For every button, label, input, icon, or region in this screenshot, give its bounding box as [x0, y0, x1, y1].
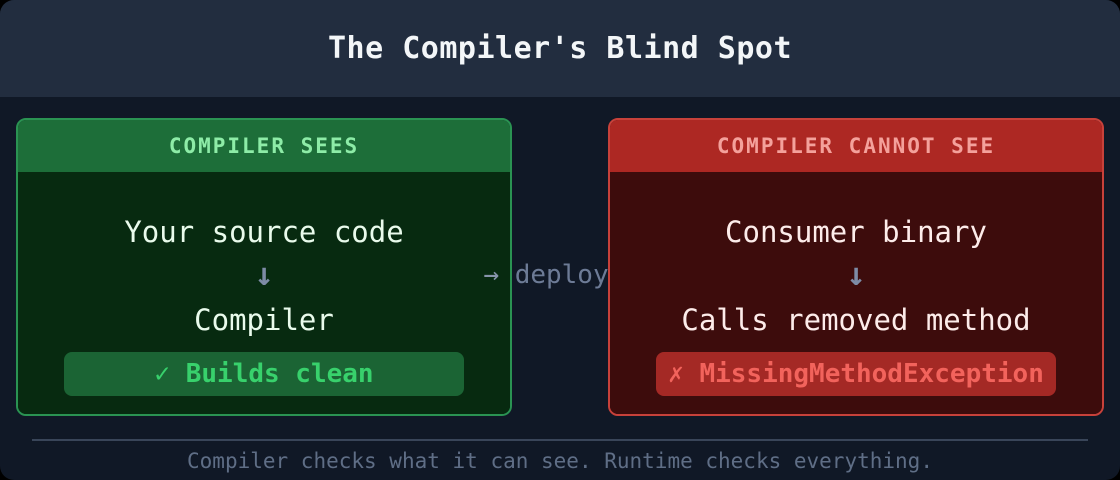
check-icon: ✓ [154, 359, 171, 389]
consumer-binary-label: Consumer binary [725, 215, 987, 249]
down-arrow-icon: ↓ [254, 255, 274, 293]
cross-icon: ✗ [668, 359, 684, 389]
badge-spacer [684, 359, 700, 389]
title-bar: The Compiler's Blind Spot [0, 0, 1120, 97]
calls-removed-method-label: Calls removed method [681, 303, 1031, 337]
page-title: The Compiler's Blind Spot [327, 31, 793, 66]
footer-divider [32, 439, 1088, 441]
footer-caption: Compiler checks what it can see. Runtime… [187, 449, 933, 473]
builds-clean-badge: ✓ Builds clean [64, 352, 464, 396]
missing-method-exception-label: MissingMethodException [699, 359, 1044, 389]
deploy-text: deploy [514, 260, 609, 290]
compiler-cannot-see-panel: COMPILER CANNOT SEE Consumer binary ↓ Ca… [608, 118, 1104, 416]
compiler-sees-header: COMPILER SEES [18, 120, 510, 172]
compiler-label: Compiler [194, 303, 334, 337]
compiler-cannot-see-header: COMPILER CANNOT SEE [610, 120, 1102, 172]
compiler-cannot-see-body: Consumer binary ↓ Calls removed method ✗… [610, 172, 1102, 414]
badge-spacer [170, 359, 186, 389]
compiler-sees-panel: COMPILER SEES Your source code ↓ Compile… [16, 118, 512, 416]
source-code-label: Your source code [124, 215, 404, 249]
missing-method-exception-badge: ✗ MissingMethodException [656, 352, 1056, 396]
builds-clean-label: Builds clean [185, 359, 374, 389]
compiler-sees-body: Your source code ↓ Compiler ✓ Builds cle… [18, 172, 510, 414]
down-arrow-icon: ↓ [846, 255, 866, 293]
